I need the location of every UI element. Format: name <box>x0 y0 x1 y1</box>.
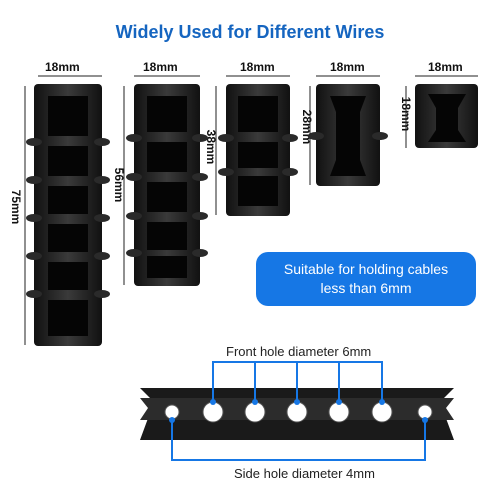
clip-2-slot <box>308 84 388 186</box>
width-label-1-slot: 18mm <box>428 60 463 74</box>
width-label-2-slot: 18mm <box>330 60 365 74</box>
callout-line-1: Suitable for holding cables <box>283 261 449 277</box>
clip-3-slot <box>218 84 298 216</box>
page-title: Widely Used for Different Wires <box>115 22 385 42</box>
clip-side-view <box>140 388 454 440</box>
clip-7-slot <box>26 84 110 346</box>
width-label-7-slot: 18mm <box>45 60 80 74</box>
width-label-3-slot: 18mm <box>240 60 275 74</box>
clip-5-slot <box>126 84 208 286</box>
side-hole-label: Side hole diameter 4mm <box>230 466 379 481</box>
front-hole-label: Front hole diameter 6mm <box>222 344 376 359</box>
front-hole-callout-lines <box>212 361 383 402</box>
clip-1-slot <box>415 84 478 148</box>
callout-line-2: less than 6mm <box>320 280 412 296</box>
side-hole-callout-lines <box>171 420 426 461</box>
callout-badge: Suitable for holding cables less than 6m… <box>256 252 476 306</box>
width-label-5-slot: 18mm <box>143 60 178 74</box>
